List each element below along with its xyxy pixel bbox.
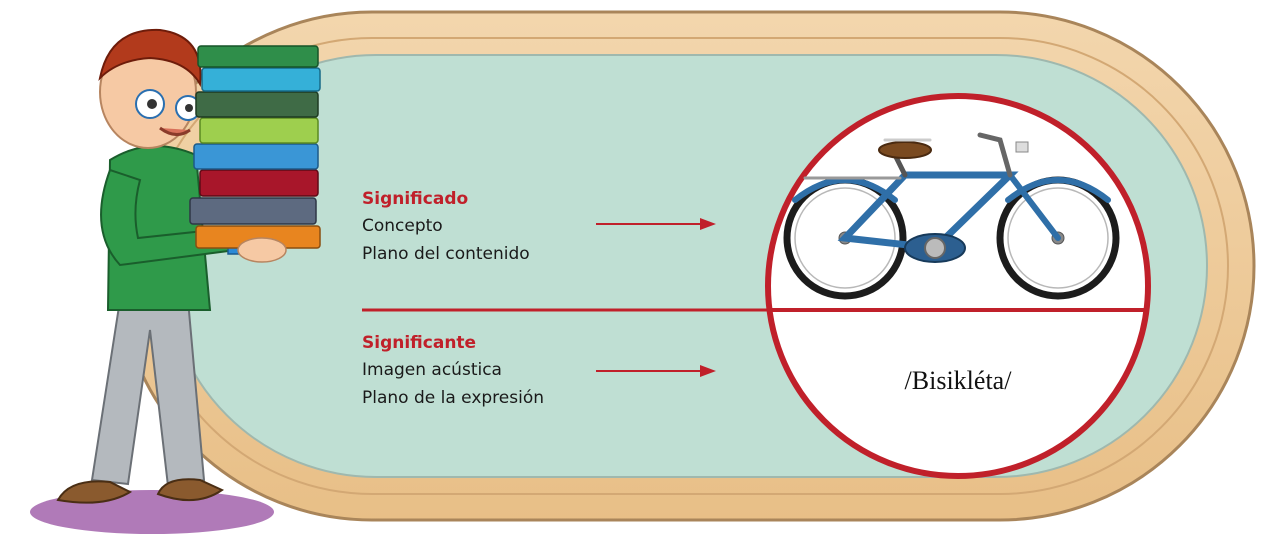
signified-title: Significado [362,189,469,209]
signified-concept: Concepto [362,216,443,236]
signifier-label-group: Significante Imagen acústica Plano de la… [362,330,544,412]
signifier-plane: Plano de la expresión [362,388,545,408]
signifier-acoustic-image: Imagen acústica [362,360,502,380]
bicycle-image [783,132,1120,300]
signified-plane: Plano del contenido [362,244,530,264]
arrow-signifier [596,365,716,377]
signified-label-group: Significado Concepto Plano del contenido [362,186,530,268]
boy-character-image [30,28,321,534]
signifier-title: Significante [362,333,477,353]
arrow-signified [596,218,716,230]
phonetic-transcription: /Bisikléta/ [904,366,1012,395]
